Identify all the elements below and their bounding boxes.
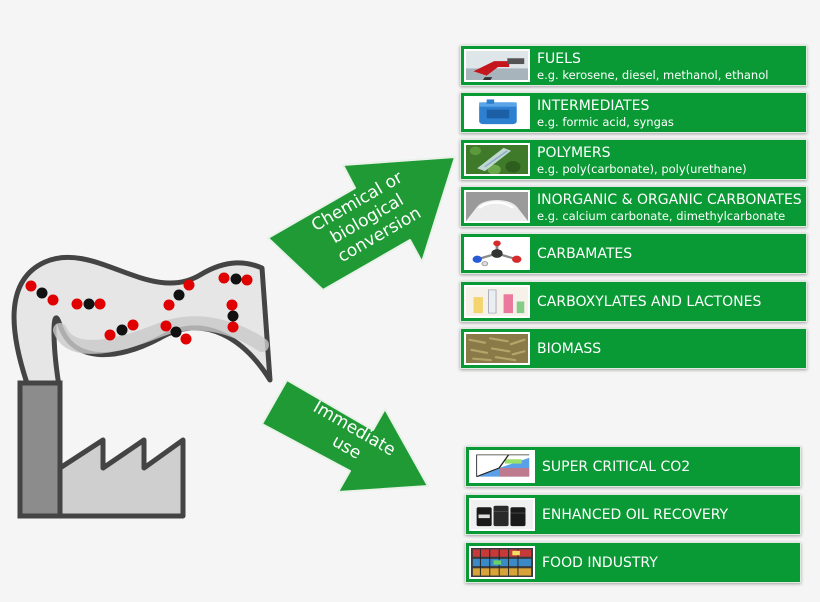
oil-barrels-icon (469, 498, 535, 531)
use-box-super-critical-co2: SUPER CRITICAL CO2 (465, 446, 801, 487)
molecule-model-icon (464, 237, 530, 270)
use-box-enhanced-oil-recovery: ENHANCED OIL RECOVERY (465, 494, 801, 535)
polymer-film-icon (464, 143, 530, 176)
product-example: e.g. calcium carbonate, dimethylcarbonat… (537, 209, 786, 223)
powder-pile-icon (464, 190, 530, 223)
product-title: INTERMEDIATES (537, 98, 650, 114)
product-title: CARBOXYLATES AND LACTONES (537, 294, 762, 310)
algae-pellets-icon (464, 332, 530, 365)
product-example: e.g. formic acid, syngas (537, 115, 674, 129)
use-title: SUPER CRITICAL CO2 (542, 459, 691, 475)
product-title: CARBAMATES (537, 246, 633, 262)
use-title: ENHANCED OIL RECOVERY (542, 507, 729, 523)
factory-icon (11, 254, 273, 519)
product-title: FUELS (537, 51, 581, 67)
factory-building (57, 437, 186, 519)
fuel-nozzle-icon (464, 49, 530, 82)
product-box-biomass: BIOMASS (460, 328, 807, 369)
co2-molecules (25, 272, 253, 345)
product-box-carboxylates-and-lactones: CARBOXYLATES AND LACTONES (460, 281, 807, 322)
chemical-drum-icon (464, 96, 530, 129)
lab-glassware-icon (464, 285, 530, 318)
use-title: FOOD INDUSTRY (542, 555, 658, 571)
immediate-use-arrow: Immediate use (261, 379, 429, 493)
product-title: BIOMASS (537, 341, 602, 357)
use-box-food-industry: FOOD INDUSTRY (465, 542, 801, 583)
chimney (17, 380, 63, 519)
product-example: e.g. kerosene, diesel, methanol, ethanol (537, 68, 769, 82)
phase-diagram-icon (469, 450, 535, 483)
product-box-carbamates: CARBAMATES (460, 233, 807, 274)
beverage-shelves-icon (469, 546, 535, 579)
product-title: INORGANIC & ORGANIC CARBONATES (537, 192, 802, 208)
product-title: POLYMERS (537, 145, 611, 161)
conversion-arrow: Chemical or biological conversion (267, 156, 456, 291)
product-example: e.g. poly(carbonate), poly(urethane) (537, 162, 747, 176)
